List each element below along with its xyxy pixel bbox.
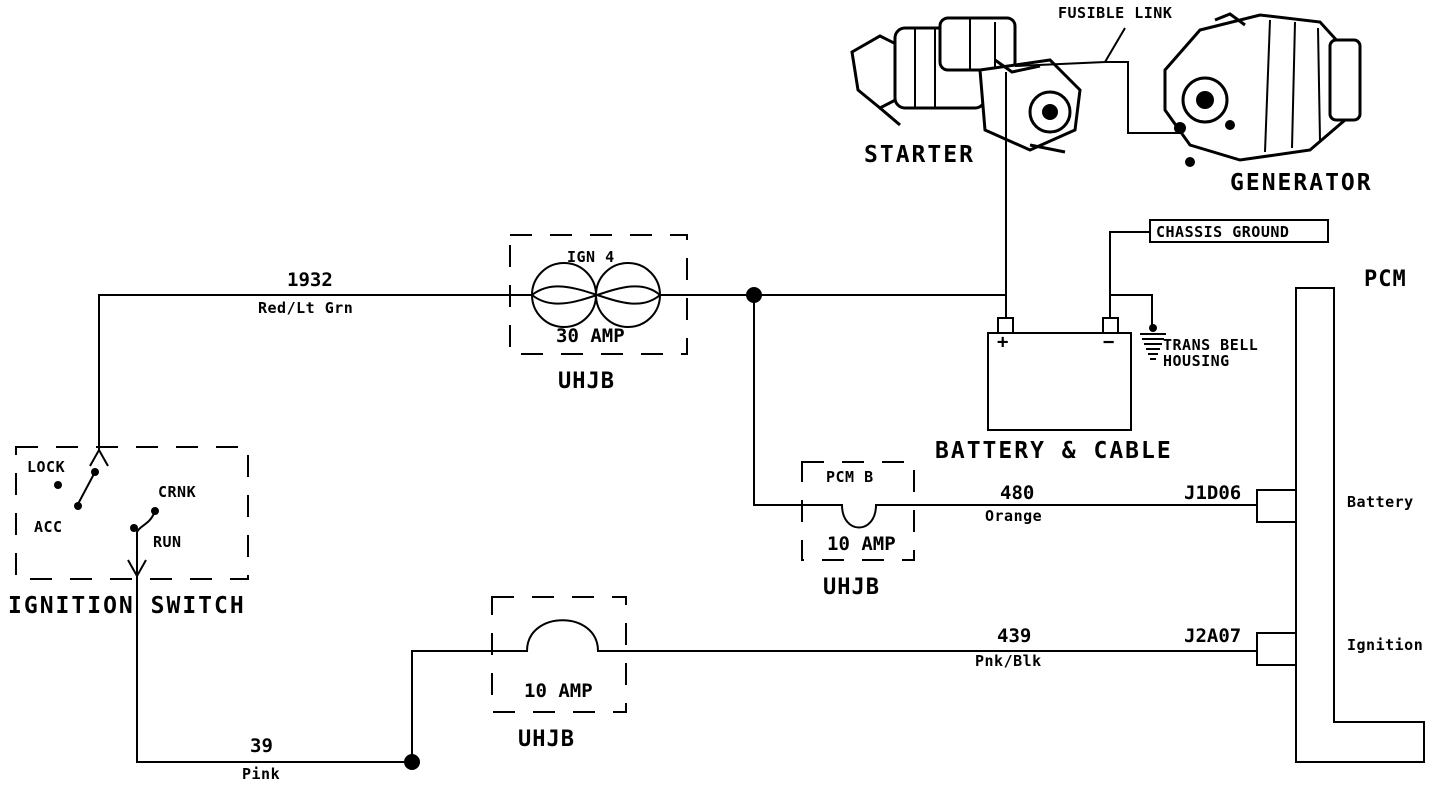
wire-439-circuit: 439 [997, 625, 1031, 647]
switch-contact-run [130, 524, 138, 532]
chassis-ground-box [1149, 219, 1329, 243]
starter-label: STARTER [864, 142, 975, 168]
chassis-ground-wire [1109, 231, 1150, 318]
generator-icon [1163, 12, 1362, 167]
generator-label: GENERATOR [1230, 170, 1373, 196]
wire-1932 [98, 294, 510, 450]
ign4-fuse-block: UHJB [558, 369, 615, 394]
ignition-switch-label: IGNITION SWITCH [8, 593, 246, 619]
ignition-switch-outline [15, 446, 249, 580]
switch-pos-lock: LOCK [27, 458, 65, 476]
switch-contact-acc [74, 502, 82, 510]
pcmb-fuse-block-outline [801, 461, 915, 561]
pcmb-fuse-icon [800, 504, 916, 529]
pcm-module [1295, 287, 1425, 763]
battery-positive-post [997, 317, 1014, 333]
fusible-link-leader [1014, 27, 1126, 67]
ground-symbol-icon [1140, 324, 1166, 360]
switch-pos-acc: ACC [34, 518, 63, 536]
battery-minus-sign: − [1103, 331, 1114, 353]
ign4-fuse-icon [531, 262, 661, 328]
pcmb-fuse-name: PCM B [826, 468, 874, 486]
switch-lever-bottom [136, 510, 156, 575]
battery-plus-sign: + [997, 331, 1008, 353]
pcm-ignition-connector: J2A07 [1184, 625, 1241, 647]
battery-box [987, 332, 1132, 431]
pcm-label: PCM [1364, 267, 1407, 292]
switch-contact-lock [54, 481, 62, 489]
chassis-ground-label: CHASSIS GROUND [1156, 223, 1289, 241]
fusible-link-label: FUSIBLE LINK [1058, 4, 1172, 22]
wire-39 [136, 576, 412, 763]
ign-fuse-block: UHJB [518, 727, 575, 752]
splice-to-pcmb-wire [753, 295, 800, 506]
trans-bell-label-line2: HOUSING [1163, 352, 1230, 370]
switch-top-arrow-icon [89, 447, 109, 467]
wire-439-color: Pnk/Blk [975, 652, 1042, 670]
wire-1932-circuit: 1932 [287, 269, 333, 291]
pcm-battery-label: Battery [1347, 493, 1414, 511]
wire-39-circuit: 39 [250, 735, 273, 757]
pcm-ignition-pin [1256, 632, 1297, 666]
pcm-battery-connector: J1D06 [1184, 482, 1241, 504]
pcmb-fuse-rating: 10 AMP [827, 533, 896, 555]
ign4-fuse-rating: 30 AMP [556, 325, 625, 347]
fusible-link-wire [1105, 61, 1180, 134]
ign-fuse-rating: 10 AMP [524, 680, 593, 702]
wire-1932-color: Red/Lt Grn [258, 299, 353, 317]
wire-480-circuit: 480 [1000, 482, 1034, 504]
wire-480-color: Orange [985, 507, 1042, 525]
switch-pos-crnk: CRNK [158, 483, 196, 501]
switch-lever-top [77, 471, 96, 505]
pcmb-fuse-block: UHJB [823, 575, 880, 600]
ign4-fuse-name: IGN 4 [567, 248, 615, 266]
starter-motor-icon [850, 16, 1082, 154]
trans-bell-wire [1110, 294, 1153, 326]
trans-bell-label-line1: TRANS BELL [1163, 336, 1258, 354]
ign-fuse-block-outline [491, 596, 627, 713]
battery-label: BATTERY & CABLE [935, 438, 1173, 464]
wire-39-color: Pink [242, 765, 280, 783]
pcm-ignition-label: Ignition [1347, 636, 1423, 654]
splice-to-ign-fuse-wire [411, 650, 490, 762]
switch-pos-run: RUN [153, 533, 182, 551]
pcm-battery-pin [1256, 489, 1297, 523]
ign-fuse-icon [490, 619, 628, 652]
